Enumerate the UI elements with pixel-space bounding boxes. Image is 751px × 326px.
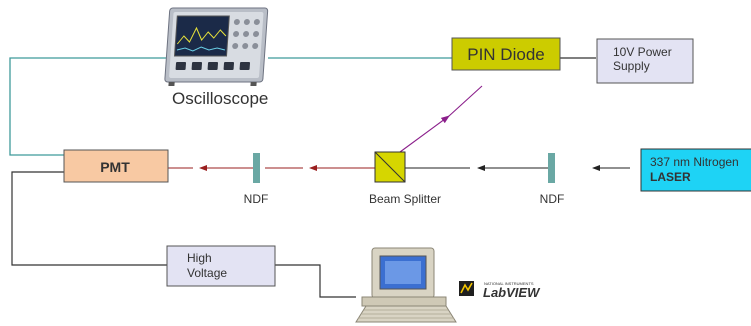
laser-line1: 337 nm Nitrogen — [650, 155, 739, 169]
beam-splitter-label: Beam Splitter — [369, 192, 441, 206]
high-voltage-box: High Voltage — [166, 245, 276, 287]
power-supply-box: 10V Power Supply — [596, 38, 694, 84]
ndf-filter-left — [253, 153, 260, 183]
ndf-right-label: NDF — [540, 192, 565, 206]
high-voltage-line1: High — [187, 251, 212, 265]
ndf-left-label: NDF — [244, 192, 269, 206]
wire-highvoltage-computer — [275, 264, 356, 298]
beam-splitter — [374, 151, 406, 183]
wire-oscilloscope-pmt — [9, 57, 168, 156]
laser-box: 337 nm Nitrogen LASER — [640, 148, 751, 192]
oscilloscope-image — [164, 7, 269, 86]
laser-line2: LASER — [650, 170, 691, 184]
power-supply-line2: Supply — [613, 59, 650, 73]
pin-diode-box: PIN Diode — [451, 37, 561, 71]
pin-diode-label: PIN Diode — [467, 45, 544, 64]
labview-small-text: NATIONAL INSTRUMENTS — [484, 281, 534, 286]
pmt-box: PMT — [63, 149, 169, 183]
labview-logo: NATIONAL INSTRUMENTS LabVIEW — [459, 281, 541, 300]
computer-icon — [355, 247, 457, 323]
wire-pmt-highvoltage — [11, 171, 167, 266]
pmt-label: PMT — [100, 159, 130, 175]
beam-splitter-to-pin — [399, 85, 483, 153]
ndf-filter-right — [548, 153, 555, 183]
labview-wordmark: LabVIEW — [483, 285, 541, 300]
oscilloscope-label: Oscilloscope — [172, 89, 268, 108]
power-supply-line1: 10V Power — [613, 45, 672, 59]
high-voltage-line2: Voltage — [187, 266, 227, 280]
